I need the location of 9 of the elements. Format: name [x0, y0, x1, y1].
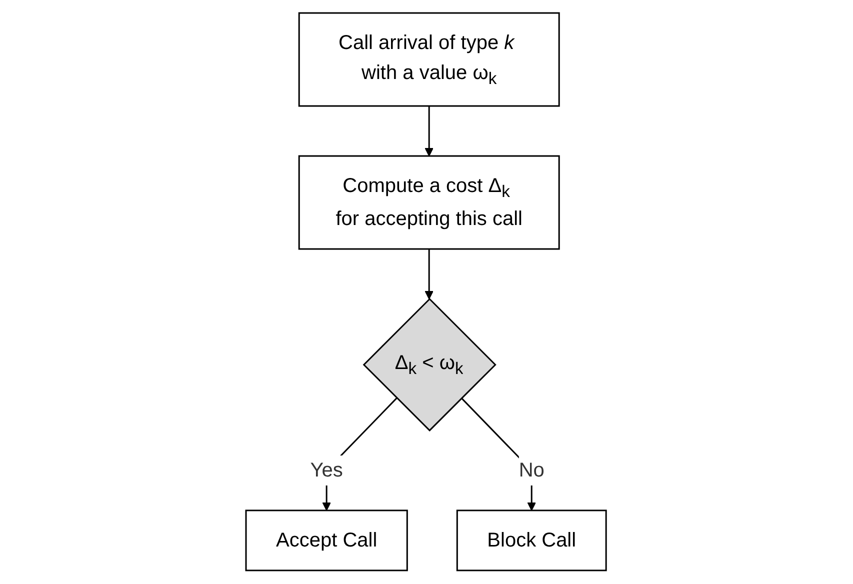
arrow	[425, 249, 434, 300]
node-box: Block Call	[456, 510, 608, 572]
node-box: Accept Call	[246, 510, 408, 572]
node-box: Compute a cost Δ$_{k}$ for accepting this call	[298, 156, 560, 250]
edge-label: Yes	[310, 460, 344, 482]
node-box: Call arrival of type k with a value ω$_{k}$	[298, 12, 560, 108]
arrow	[425, 106, 434, 157]
node-diamond: Δ$_{k}$ < ω$_{k}$	[363, 298, 497, 432]
edge-label: No	[519, 460, 545, 482]
